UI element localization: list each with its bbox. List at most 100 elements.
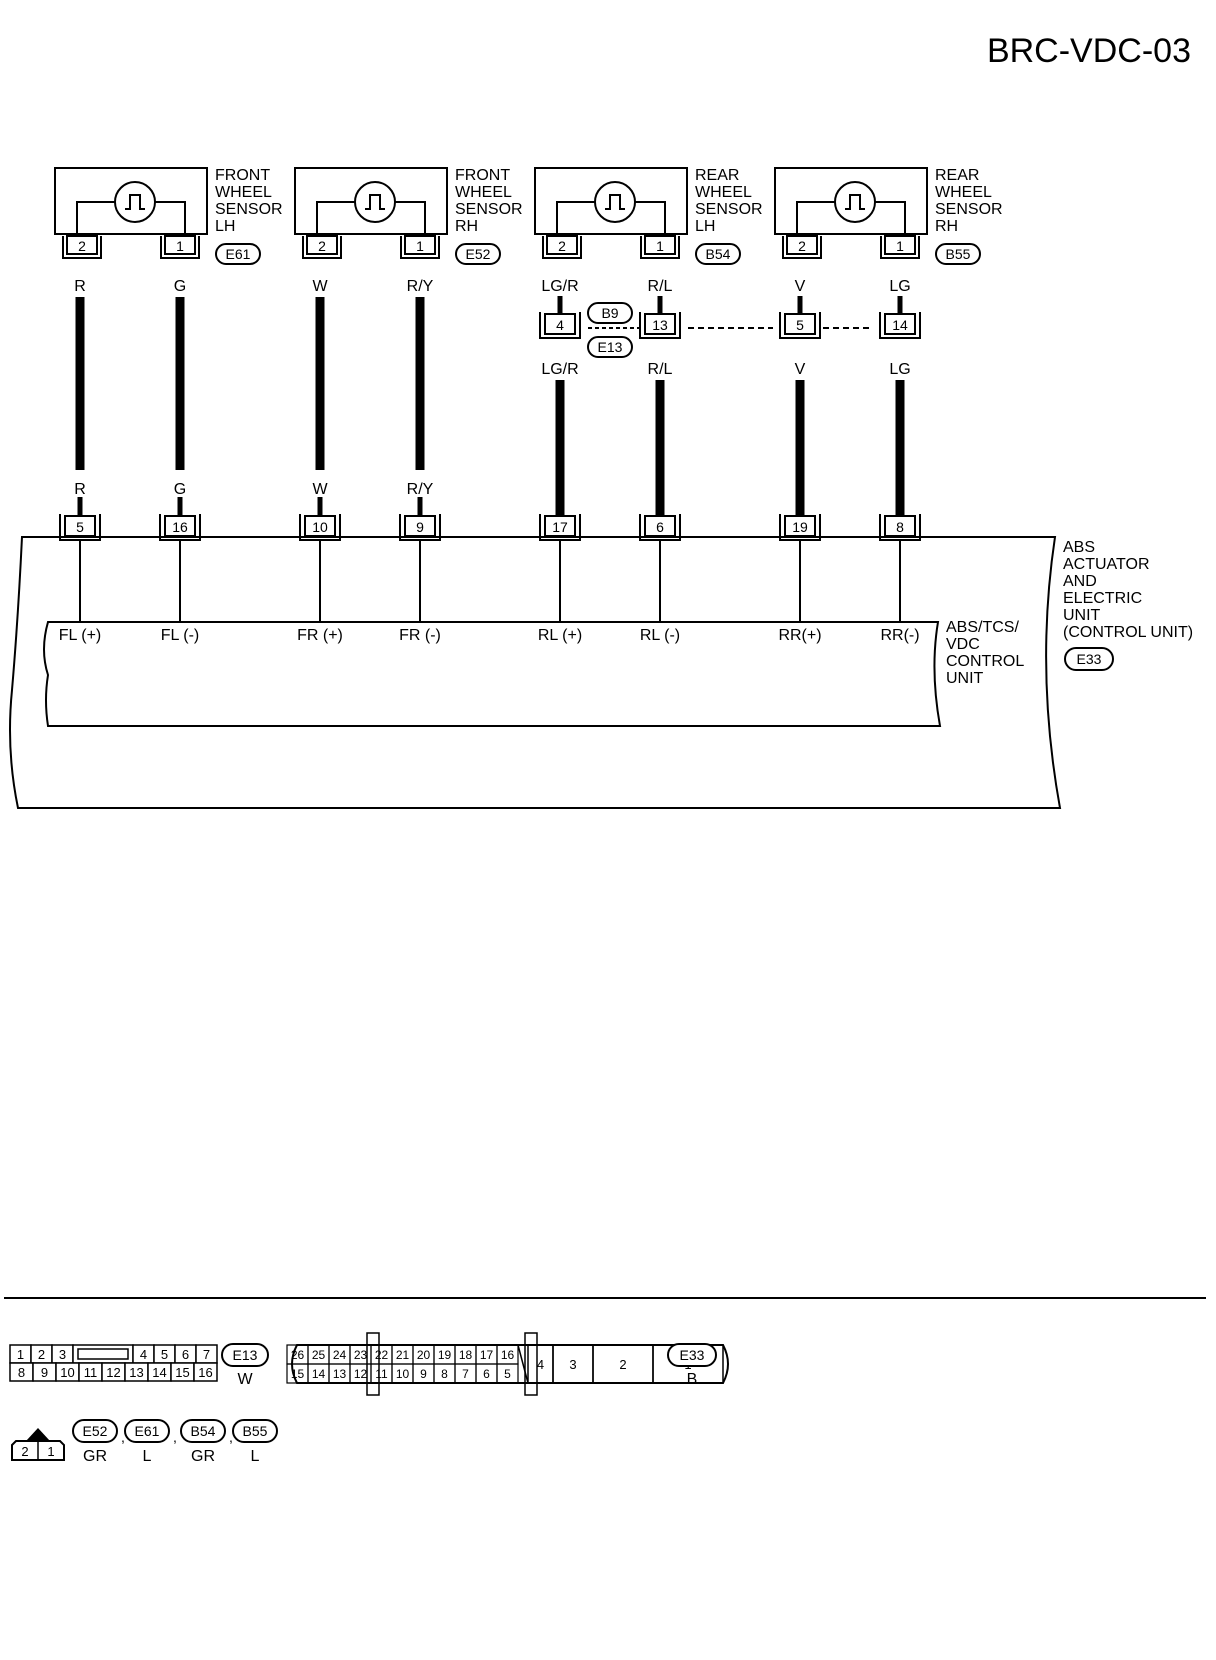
connector-color: GR [191, 1448, 215, 1465]
connector-pin: 8 [441, 1367, 448, 1381]
wire-color-label: V [795, 361, 806, 378]
connector-pin: 19 [438, 1348, 452, 1362]
pin-box [786, 235, 818, 255]
connector-pin: 5 [504, 1367, 511, 1381]
joint-connector-b9-label: B9 [601, 305, 618, 321]
wire-color-label: LG [889, 361, 910, 378]
pin-bracket [542, 236, 582, 259]
abs-actuator-unit [9, 536, 1062, 809]
pin-box [306, 235, 338, 255]
connector-pin: 13 [333, 1367, 347, 1381]
connector-pin: 15 [175, 1365, 189, 1380]
sensor-label-line: WHEEL [455, 184, 512, 201]
control-unit-label: ABS/TCS/ VDC CONTROL UNIT [946, 619, 1024, 687]
pin-number: 2 [558, 238, 566, 254]
svg-text:UNIT: UNIT [946, 670, 984, 687]
pin-box [66, 235, 98, 255]
wire-color-label: R/Y [407, 278, 434, 295]
page-code: BRC-VDC-03 [987, 32, 1191, 70]
pin-bracket [160, 236, 200, 259]
connector-cell [193, 1362, 218, 1382]
signal-label: RL (-) [640, 627, 680, 644]
arrow-up-icon [26, 1428, 50, 1441]
connector-pin: 14 [312, 1367, 326, 1381]
pin-number: 1 [656, 238, 664, 254]
connector-id: E52 [83, 1423, 108, 1439]
sensor-label-line: RH [455, 218, 478, 235]
svg-text:VDC: VDC [946, 636, 980, 653]
sensor-label-line: LH [695, 218, 715, 235]
joint-pin-number: 14 [892, 317, 908, 333]
connector-id-badge [215, 243, 261, 265]
sensor-label-line: WHEEL [935, 184, 992, 201]
connector-pin: 2 [21, 1444, 28, 1459]
connector-pin: 1 [47, 1444, 54, 1459]
connector-pin: 16 [501, 1348, 515, 1362]
connector-pin: 14 [152, 1365, 166, 1380]
signal-label: RR(+) [778, 627, 821, 644]
connector-pin: 13 [129, 1365, 143, 1380]
pin-bracket [880, 236, 920, 259]
sensor-symbol-icon [114, 181, 156, 223]
connector-pin: 3 [59, 1347, 66, 1362]
joint-connector-e13-label: E13 [598, 339, 623, 355]
signal-label: FL (+) [59, 627, 102, 644]
separator-comma: , [229, 1429, 233, 1445]
connector-key [366, 1332, 380, 1396]
joint-pin-number: 4 [556, 317, 564, 333]
joint-pin-number: 13 [652, 317, 668, 333]
sensor-label-line: FRONT [455, 167, 510, 184]
connector-pin: 21 [396, 1348, 410, 1362]
pin-box [644, 235, 676, 255]
sensor-internal-wire [76, 201, 115, 234]
connector-color: L [143, 1448, 152, 1465]
sensor-symbol-icon [594, 181, 636, 223]
connector-id-badge [180, 1419, 226, 1443]
actuator-label: ABS ACTUATOR AND ELECTRIC UNIT (CONTROL … [1063, 539, 1193, 671]
pin-number: 1 [416, 238, 424, 254]
pin-bracket [539, 312, 581, 339]
sensor-symbol-icon [354, 181, 396, 223]
pin-box [544, 313, 576, 335]
unit-pin-number: 5 [76, 519, 84, 535]
connector-id: B54 [191, 1423, 216, 1439]
sensor-label-line: SENSOR [455, 201, 523, 218]
wire-color-label: V [795, 278, 806, 295]
connector-pin: 22 [375, 1348, 389, 1362]
pin-box [546, 235, 578, 255]
connector-pin: 12 [106, 1365, 120, 1380]
harness-wires: RRGGWWR/YR/YLG/R4LG/RR/L13R/LV5VLG14LG5F… [59, 278, 921, 644]
connector-pin: 15 [291, 1367, 305, 1381]
connector-pin: 5 [161, 1347, 168, 1362]
pulse-icon [845, 194, 865, 210]
connector-id-badge [667, 1343, 717, 1367]
unit-pin-number: 16 [172, 519, 188, 535]
wire-color-label: G [174, 481, 186, 498]
wire-color-label: LG/R [541, 361, 578, 378]
connector-pin: 12 [354, 1367, 368, 1381]
separator-comma: , [173, 1429, 177, 1445]
pin-box [404, 235, 436, 255]
sensor-label-line: SENSOR [215, 201, 283, 218]
unit-pin-number: 10 [312, 519, 328, 535]
connector-color: W [237, 1371, 253, 1388]
signal-label: FR (-) [399, 627, 441, 644]
connector-color: B [687, 1371, 698, 1388]
pin-box [784, 313, 816, 335]
pin-number: 2 [798, 238, 806, 254]
sensor-label-line: WHEEL [215, 184, 272, 201]
pin-number: 2 [78, 238, 86, 254]
signal-label: FR (+) [297, 627, 343, 644]
connector-color: L [251, 1448, 260, 1465]
unit-pin-number: 8 [896, 519, 904, 535]
pin-number: 1 [896, 238, 904, 254]
connector-pin: 4 [140, 1347, 147, 1362]
connector-pin: 9 [420, 1367, 427, 1381]
pin-bracket [400, 236, 440, 259]
pin-bracket [779, 312, 821, 339]
connector-pin: 6 [483, 1367, 490, 1381]
